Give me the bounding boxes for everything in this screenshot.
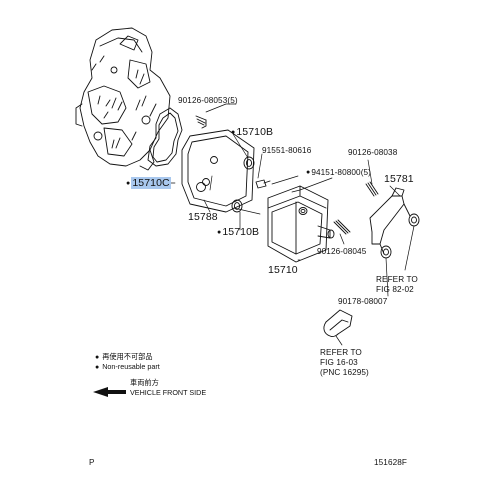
refer-fig-16-03[interactable]: REFER TO FIG 16-03 (PNC 16295) <box>320 348 369 378</box>
bolts-90126-08053 <box>195 115 207 129</box>
o-ring-upper <box>243 156 255 170</box>
refer-line2: FIG 82-02 <box>376 285 414 294</box>
plug-91551 <box>255 179 271 189</box>
refer-fig-82-02[interactable]: REFER TO FIG 82-02 <box>376 275 418 295</box>
oil-cooler <box>267 185 335 263</box>
gasket-15710c <box>147 107 183 167</box>
hose <box>323 309 353 337</box>
label-15710b-upper: 15710B <box>231 126 273 140</box>
stud-90126-08045 <box>333 219 351 235</box>
front-arrow-icon <box>93 387 126 397</box>
legend-non-reusable-jp: ●再使用不可部品 <box>95 352 153 361</box>
label-94151-80800: 94151-80800(5) <box>306 168 371 179</box>
label-15710c-highlight: 15710C <box>131 177 171 189</box>
water-pipe-15781 <box>369 187 420 259</box>
legend-front-en: VEHICLE FRONT SIDE <box>130 388 207 397</box>
refer-line1: REFER TO <box>320 348 362 357</box>
leader-lines <box>157 103 415 346</box>
label-90126-08038: 90126-08038 <box>348 148 398 157</box>
legend-non-reusable-en: ●Non-reusable part <box>95 362 160 371</box>
footer-code: 151628F <box>374 458 408 467</box>
label-15710: 15710 <box>268 264 298 276</box>
legend-front-jp: 車両前方 <box>130 378 159 387</box>
label-90178-08007: 90178-08007 <box>338 297 388 306</box>
refer-line1: REFER TO <box>376 275 418 284</box>
oil-cooler-plate <box>181 129 255 213</box>
label-15781: 15781 <box>384 173 414 185</box>
bolt-90126-08038 <box>365 181 379 197</box>
o-ring-lower <box>231 199 243 213</box>
refer-line3: (PNC 16295) <box>320 368 369 377</box>
bullet-icon: ● <box>95 364 100 371</box>
refer-line2: FIG 16-03 <box>320 358 358 367</box>
label-91551-80616: 91551-80616 <box>262 146 312 155</box>
label-15710b-lower: 15710B <box>217 226 259 240</box>
label-15788: 15788 <box>188 211 218 223</box>
label-90126-08045: 90126-08045 <box>317 247 367 256</box>
bullet-icon: ● <box>95 354 100 361</box>
label-15710c[interactable]: 15710C <box>126 177 171 191</box>
footer-left: P <box>89 458 95 467</box>
label-90126-08053: 90126-08053(5) <box>178 96 238 105</box>
engine-block <box>75 27 171 171</box>
